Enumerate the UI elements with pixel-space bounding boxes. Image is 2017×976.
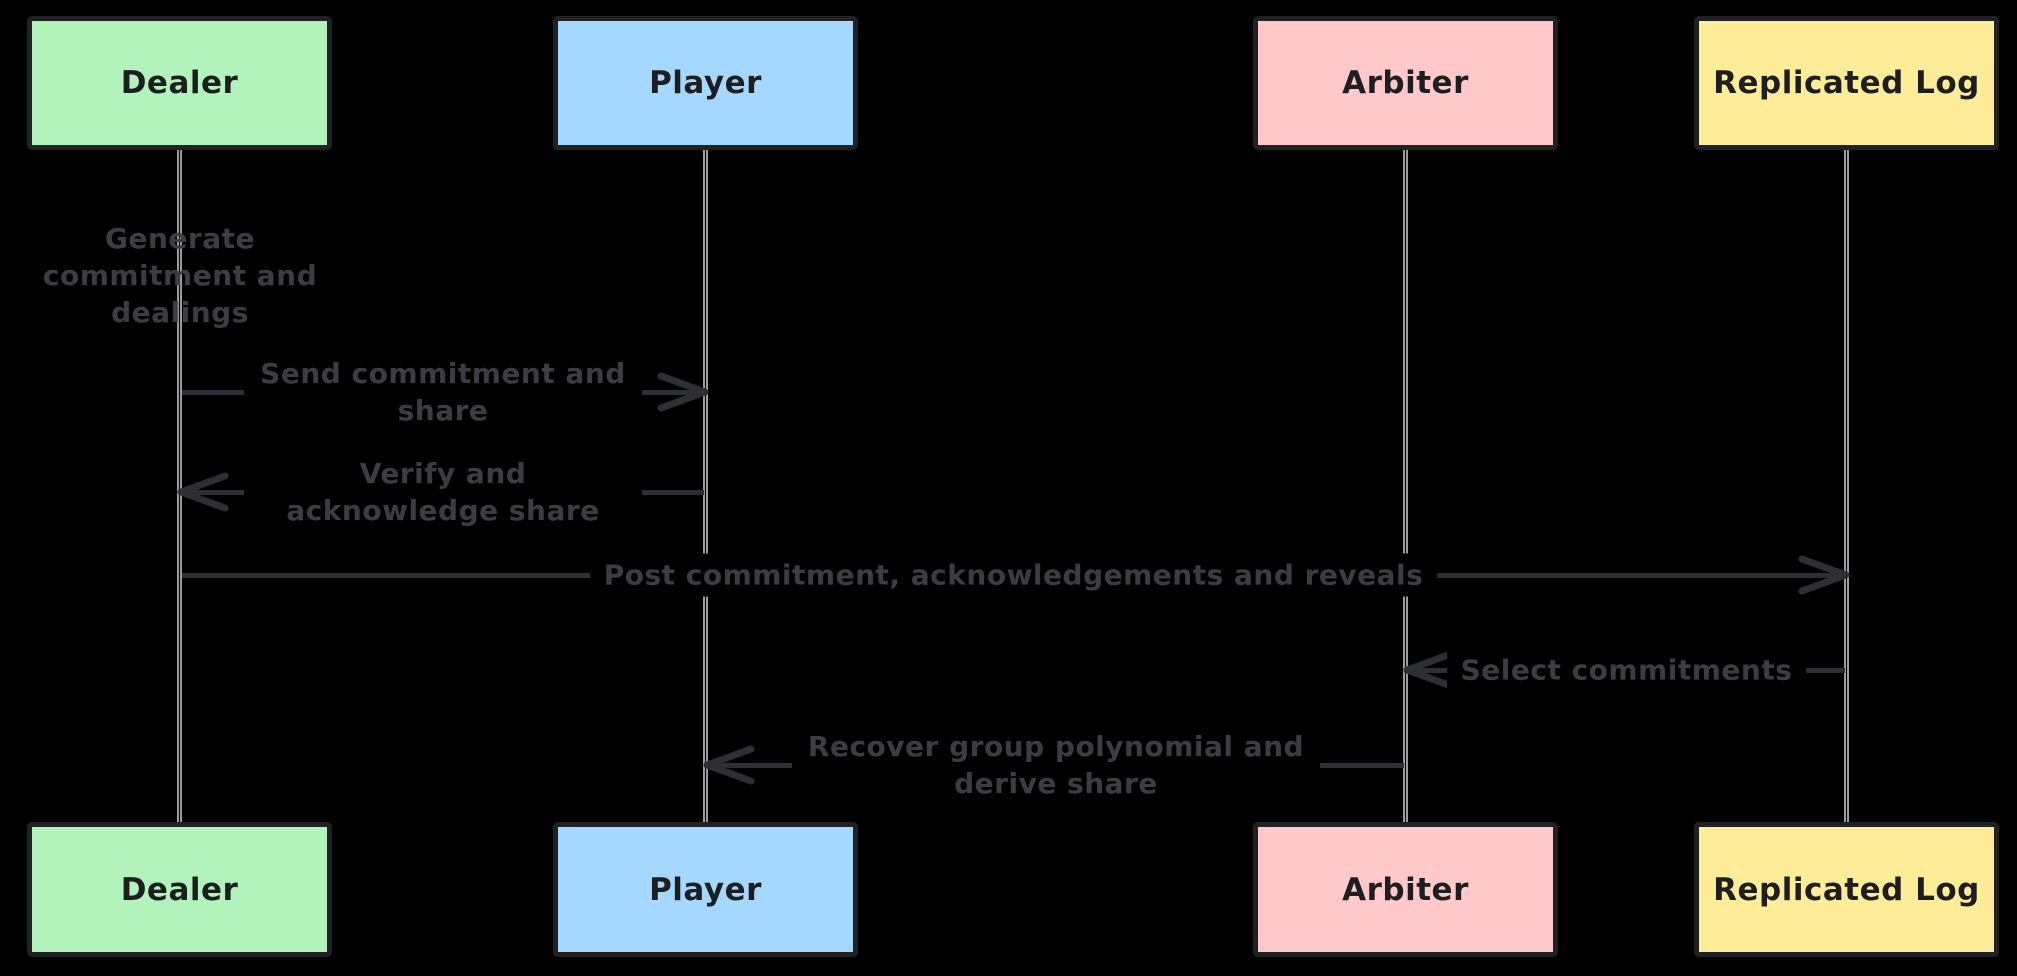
actor-label-arbiter: Arbiter [1342,65,1469,101]
lifeline-replicated-log [1844,150,1849,822]
actor-box-arbiter-bottom: Arbiter [1253,822,1558,957]
actor-label-dealer: Dealer [120,65,239,101]
message-label: Post commitment, acknowledgements and re… [589,553,1438,597]
actor-box-replicated-log-top: Replicated Log [1694,16,1999,150]
actor-label-replicated-log: Replicated Log [1713,871,1980,908]
actor-box-dealer-top: Dealer [27,16,332,150]
message-note-generate-commitment: Generate commitment and dealings [42,222,318,329]
actor-label-replicated-log: Replicated Log [1713,65,1980,101]
arrowhead-left-icon [1403,650,1455,690]
arrowhead-right-icon [657,372,709,412]
lifeline-arbiter [1403,150,1408,822]
arrowhead-right-icon [1798,555,1850,595]
actor-label-dealer: Dealer [120,871,239,908]
actor-box-replicated-log-bottom: Replicated Log [1694,822,1999,957]
actor-box-player-bottom: Player [553,822,858,957]
message-label: Verify and acknowledge share [244,452,642,532]
arrowhead-left-icon [703,745,755,785]
actor-box-arbiter-top: Arbiter [1253,16,1558,150]
message-label: Select commitments [1446,648,1807,692]
actor-box-dealer-bottom: Dealer [27,822,332,957]
actor-label-player: Player [649,65,762,101]
actor-box-player-top: Player [553,16,858,150]
message-label: Recover group polynomial and derive shar… [792,725,1320,805]
arrowhead-left-icon [177,472,229,512]
message-label: Send commitment and share [244,352,642,432]
actor-label-player: Player [649,871,762,908]
lifeline-dealer [177,150,182,822]
actor-label-arbiter: Arbiter [1342,871,1469,908]
lifeline-player [703,150,708,822]
